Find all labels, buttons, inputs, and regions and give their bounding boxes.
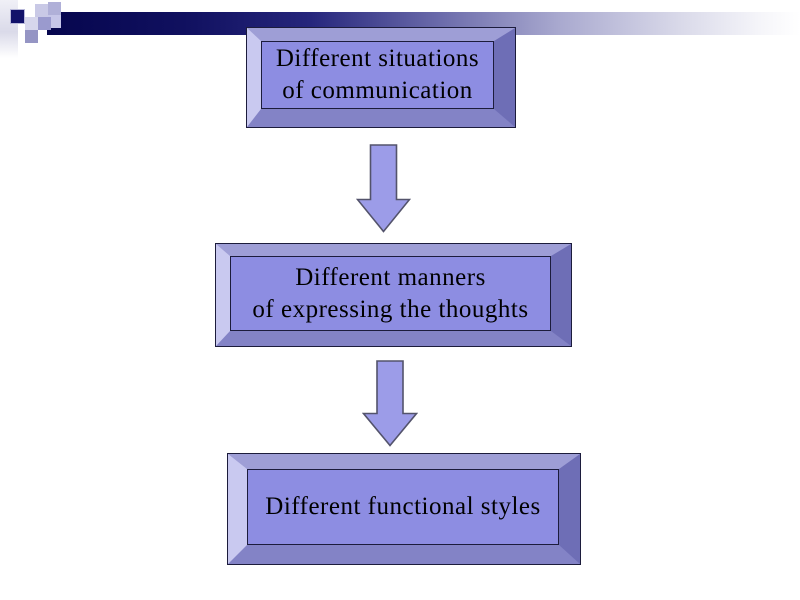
flow-box-text-line: Different functional styles: [265, 493, 541, 520]
flow-box-different-situations: Different situations of communication: [246, 27, 516, 128]
down-arrow-icon: [356, 144, 411, 233]
flow-box-text-line: Different manners: [295, 263, 486, 291]
decor-square: [48, 15, 61, 28]
down-arrow-icon: [362, 360, 418, 447]
flow-box-different-functional-styles: Different functional styles: [227, 453, 581, 565]
decor-square: [38, 17, 51, 30]
flow-box-text-line: of expressing the thoughts: [252, 295, 529, 323]
decor-top-bar: [47, 12, 800, 35]
decor-square-dark: [11, 10, 24, 23]
flow-box-text-line: of communication: [282, 77, 473, 104]
flow-box-text-line: Different situations: [275, 45, 480, 72]
decor-left-strip: [0, 0, 18, 58]
decor-square: [25, 17, 38, 30]
decor-square: [25, 30, 38, 43]
decor-square: [48, 2, 61, 15]
decor-square: [35, 4, 48, 17]
flow-box-different-manners: Different manners of expressing the thou…: [215, 243, 572, 347]
